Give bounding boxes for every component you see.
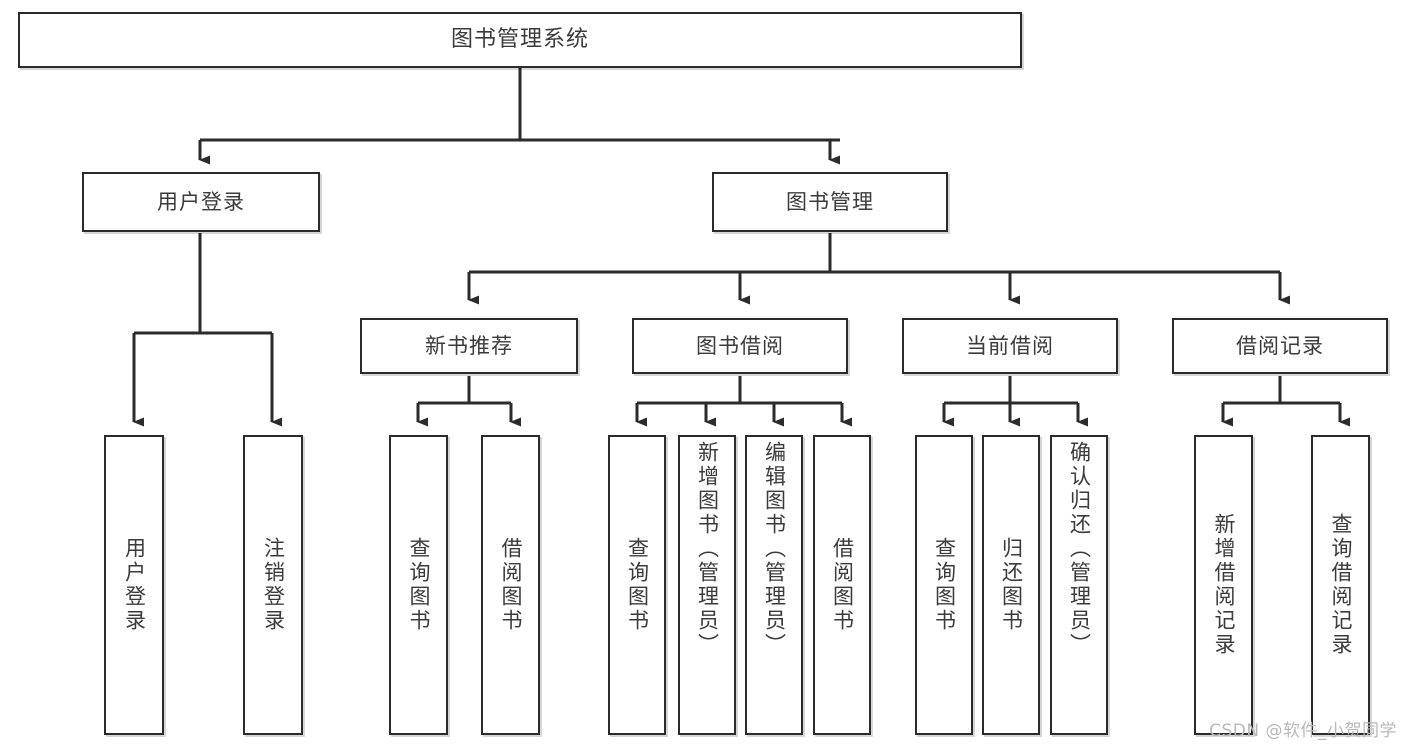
- node-leaf-query-book-3[interactable]: 查询图书: [915, 435, 973, 735]
- node-label: 借阅记录: [1236, 333, 1324, 358]
- node-label: 查询图书: [932, 537, 957, 633]
- node-book-management[interactable]: 图书管理: [712, 172, 948, 232]
- node-new-book-recommend[interactable]: 新书推荐: [360, 318, 578, 374]
- node-leaf-confirm-return[interactable]: 确认归还（管理员）: [1050, 435, 1108, 735]
- node-leaf-query-book-1[interactable]: 查询图书: [389, 435, 448, 735]
- node-label: 编辑图书（管理员）: [762, 441, 787, 657]
- node-leaf-return-book[interactable]: 归还图书: [982, 435, 1040, 735]
- node-leaf-query-book-2[interactable]: 查询图书: [608, 435, 666, 735]
- node-leaf-add-book[interactable]: 新增图书（管理员）: [678, 435, 736, 735]
- node-label: 借阅图书: [499, 537, 523, 633]
- node-label: 图书管理系统: [450, 27, 589, 53]
- node-label: 借阅图书: [830, 537, 855, 633]
- node-leaf-logout-login[interactable]: 注销登录: [243, 435, 303, 735]
- node-label: 归还图书: [999, 537, 1024, 633]
- node-label: 确认归还（管理员）: [1067, 441, 1092, 657]
- node-leaf-borrow-book-1[interactable]: 借阅图书: [481, 435, 540, 735]
- node-root-system[interactable]: 图书管理系统: [18, 12, 1022, 68]
- node-current-borrow[interactable]: 当前借阅: [902, 318, 1118, 374]
- node-book-borrow[interactable]: 图书借阅: [632, 318, 848, 374]
- node-leaf-borrow-book-2[interactable]: 借阅图书: [813, 435, 871, 735]
- node-leaf-edit-book[interactable]: 编辑图书（管理员）: [745, 435, 803, 735]
- node-label: 当前借阅: [966, 333, 1054, 358]
- node-label: 用户登录: [157, 189, 245, 214]
- node-label: 图书管理: [786, 189, 874, 214]
- node-leaf-add-record[interactable]: 新增借阅记录: [1194, 435, 1253, 735]
- node-label: 查询图书: [407, 537, 431, 633]
- node-label: 新增借阅记录: [1212, 513, 1236, 657]
- node-user-login[interactable]: 用户登录: [82, 172, 320, 232]
- csdn-watermark: CSDN @软件_小贺同学: [1209, 721, 1397, 741]
- node-label: 用户登录: [122, 537, 147, 633]
- node-leaf-query-record[interactable]: 查询借阅记录: [1311, 435, 1370, 735]
- node-label: 查询图书: [625, 537, 650, 633]
- node-leaf-user-login[interactable]: 用户登录: [104, 435, 164, 735]
- node-label: 图书借阅: [696, 333, 784, 358]
- node-label: 新增图书（管理员）: [695, 441, 720, 657]
- node-label: 查询借阅记录: [1329, 513, 1353, 657]
- node-borrow-record[interactable]: 借阅记录: [1172, 318, 1388, 374]
- node-label: 新书推荐: [425, 333, 513, 358]
- node-label: 注销登录: [261, 537, 286, 633]
